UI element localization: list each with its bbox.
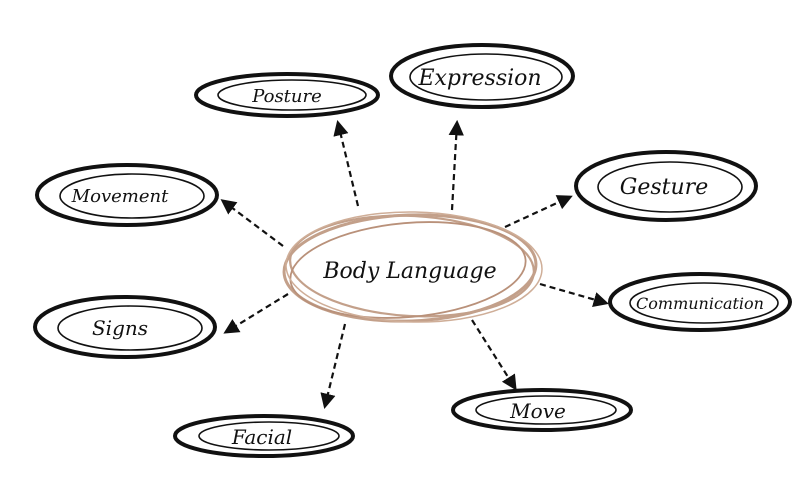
node-gesture: Gesture [574,150,758,222]
node-label: Signs [92,316,148,340]
arrow-gesture [504,195,573,228]
node-ring-inner [59,173,205,219]
node-ring-inner [217,79,367,111]
center-label: Body Language [322,259,496,284]
node-ring-outer [173,414,355,458]
node-signs: Signs [33,295,217,359]
node-ring-outer [35,163,219,227]
node-label: Facial [231,425,292,449]
node-ring-outer [389,43,575,109]
node-ring-outer [608,272,792,332]
arrow-posture [333,120,360,207]
node-ring-inner [475,395,617,425]
node-label: Expression [417,66,541,91]
node-ring-outer [194,72,380,118]
node-ring-inner [198,421,340,451]
node-label: Communication [636,294,764,313]
center-ring [289,214,535,318]
node-ring-inner [629,282,779,324]
arrow-signs [223,293,289,334]
node-label: Movement [71,186,169,207]
arrow-communication [539,282,609,307]
node-facial: Facial [173,414,355,458]
arrow-move [471,319,517,391]
node-movement: Movement [35,163,219,227]
node-ring-outer [451,388,633,432]
node-label: Move [509,399,566,423]
arrow-facial [320,323,347,409]
node-ring-inner [409,53,563,101]
center-ring [285,211,543,323]
center-node: Body Language [282,211,543,323]
node-expression: Expression [389,43,575,109]
arrow-expression [448,119,464,211]
node-ring-inner [597,161,743,213]
node-ring-outer [33,295,217,359]
node-ring-inner [57,305,203,351]
node-label: Gesture [620,175,708,200]
node-label: Posture [251,86,322,107]
connector-arrows [220,119,609,409]
node-move: Move [451,388,633,432]
arrow-movement [220,199,284,247]
node-communication: Communication [608,272,792,332]
node-posture: Posture [194,72,380,118]
node-ring-outer [574,150,758,222]
